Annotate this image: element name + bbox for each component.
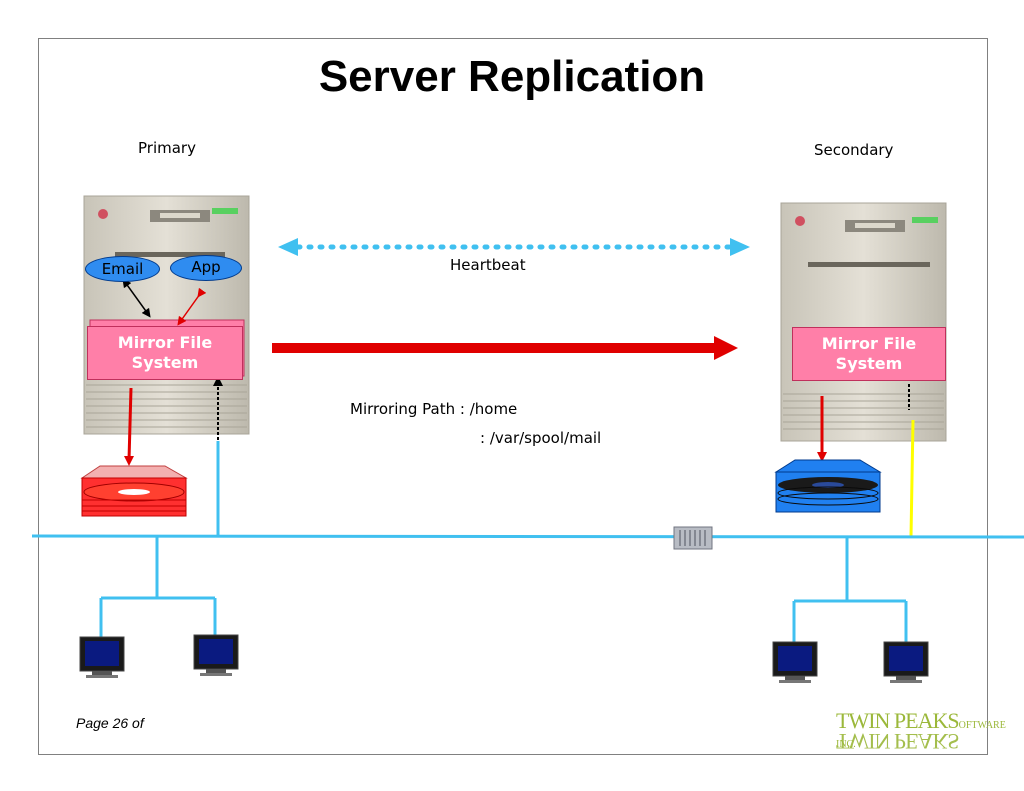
secondary-server-tower <box>780 202 947 442</box>
email-app-bubble: Email <box>85 256 160 282</box>
logo-main: TWIN PEAKS <box>836 708 960 733</box>
app-bubble: App <box>170 255 242 281</box>
client-monitor-icon <box>79 636 125 678</box>
mirror-fs-line-1: Mirror File <box>821 334 917 353</box>
logo-reflection: TWIN PEAKS <box>836 728 959 754</box>
mirroring-path-label: Mirroring Path : /home <box>350 400 518 418</box>
client-monitor-icon <box>772 641 818 683</box>
secondary-yellow-link <box>909 419 915 538</box>
mirror-fs-line-2: System <box>131 353 199 372</box>
email-mirror-link <box>122 278 151 318</box>
page-number: Page 26 of <box>76 715 144 731</box>
app-mirror-link <box>177 287 207 326</box>
mirroring-path-second: : /var/spool/mail <box>480 429 602 447</box>
right-client-network <box>792 537 908 643</box>
left-client-network <box>99 537 217 638</box>
logo-suffix: OFTWARE INC. <box>836 720 1006 750</box>
network-switch-icon <box>673 526 713 550</box>
network-backbone <box>31 534 1024 539</box>
logo-reflection-text: TWIN PEAKS <box>836 729 959 754</box>
primary-label: Primary <box>138 139 196 157</box>
secondary-disk-icon <box>774 459 882 513</box>
primary-server-tower <box>83 195 250 435</box>
company-logo: TWIN PEAKSOFTWARE INC. <box>836 708 1024 752</box>
heartbeat-label: Heartbeat <box>450 256 526 274</box>
primary-disk-write <box>127 387 133 461</box>
replication-arrow <box>272 336 738 360</box>
mirror-fs-line-1: Mirror File <box>117 333 213 352</box>
secondary-label: Secondary <box>814 141 894 159</box>
secondary-mirror-file-system: Mirror File System <box>792 327 946 381</box>
primary-disk-icon <box>80 465 188 517</box>
page-title: Server Replication <box>318 52 706 101</box>
primary-mirror-file-system: Mirror File System <box>87 326 243 380</box>
heartbeat-arrow <box>278 238 750 256</box>
mirror-fs-line-2: System <box>835 354 903 373</box>
client-monitor-icon <box>193 634 239 676</box>
client-monitor-icon <box>883 641 929 683</box>
